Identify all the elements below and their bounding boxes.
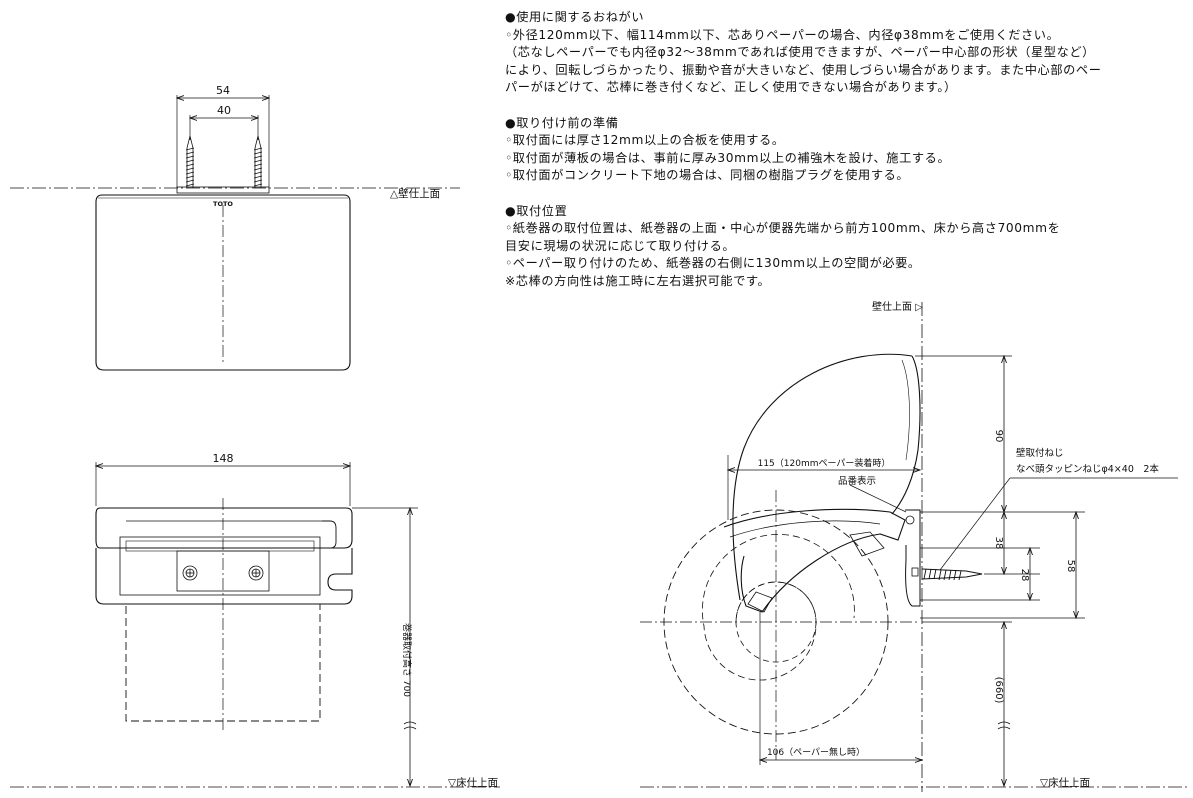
holder-cover-arc xyxy=(732,353,913,601)
installation-notes: ●使用に関するおねがい ◦外径120mm以下、幅114mm以下、芯ありペーパーの… xyxy=(505,9,1190,291)
dimension-660-label: (660) xyxy=(993,677,1004,704)
part-number-label: 品番表示 xyxy=(838,475,876,487)
front-view xyxy=(10,462,500,788)
floor-finish-label-side: ▽床仕上面 xyxy=(1040,776,1090,789)
wall-finish-label-side: 壁仕上面 ▷ xyxy=(872,300,923,313)
prep-note-line: ◦取付面が薄板の場合は、事前に厚み30mm以上の補強木を設け、施工する。 xyxy=(505,150,951,165)
dimension-38-label: 38 xyxy=(993,537,1004,550)
wall-finish-label-top: △壁仕上面 xyxy=(390,187,440,200)
usage-note-line: パーがほどけて、芯棒に巻き付くなど、正しく使用できない場合があります。） xyxy=(505,80,957,95)
prep-note-line: ◦取付面には厚さ12mm以上の合板を使用する。 xyxy=(505,133,785,148)
dimension-90-label: 90 xyxy=(993,430,1004,443)
dimension-115-label: 115（120mmペーパー装着時） xyxy=(758,457,891,469)
dimension-40-label: 40 xyxy=(217,104,231,117)
position-note-line: ◦ペーパー取り付けのため、紙巻器の右側に130mm以上の空間が必要。 xyxy=(505,256,921,271)
usage-note-line: により、回転しづらかったり、振動や音が大きいなど、使用しづらい場合があります。ま… xyxy=(505,62,1102,77)
screw-label-line2: なべ頭タッピンねじφ4×40 2本 xyxy=(1016,463,1159,475)
dimension-54-label: 54 xyxy=(216,84,230,97)
usage-note-line: ◦外径120mm以下、幅114mm以下、芯ありペーパーの場合、内径φ38mmをご… xyxy=(505,27,1060,42)
brand-logo: TOTO xyxy=(213,200,233,208)
position-note-line: ※芯棒の方向性は施工時に左右選択可能です。 xyxy=(505,273,771,288)
screw-left xyxy=(185,135,195,188)
holder-arm xyxy=(723,508,906,613)
prep-notes-title: ●取り付け前の準備 xyxy=(505,115,619,130)
screw-head-left xyxy=(182,565,198,581)
usage-notes-title: ●使用に関するおねがい xyxy=(505,10,645,24)
top-view xyxy=(10,95,460,371)
mount-height-label: 巻器取付高さ 700 xyxy=(401,623,413,697)
screw-right xyxy=(253,135,263,188)
position-note-line: ◦紙巻器の取付位置は、紙巻器の上面・中心が便器先端から前方100mm、床から高さ… xyxy=(505,221,1061,236)
screw-label-line1: 壁取付ねじ xyxy=(1016,447,1064,459)
wall-screw xyxy=(921,568,983,581)
prep-note-line: ◦取付面がコンクリート下地の場合は、同梱の樹脂プラグを使用する。 xyxy=(505,168,910,183)
dimension-28-label: 28 xyxy=(1019,569,1030,582)
position-note-line: 目安に現場の状況に応じて取り付ける。 xyxy=(505,238,736,253)
side-view xyxy=(640,302,1190,792)
floor-finish-label-front: ▽床仕上面 xyxy=(448,776,498,789)
holder-body-top-view xyxy=(95,194,351,371)
dimension-148-label: 148 xyxy=(213,452,234,465)
dimension-106-label: 106（ペーパー無し時） xyxy=(767,746,865,758)
dimension-58-label: 58 xyxy=(1065,560,1076,573)
usage-note-line: （芯なしペーパーでも内径φ32～38mmであれば使用できますが、ペーパー中心部の… xyxy=(505,45,1095,60)
screw-head-right xyxy=(248,565,264,581)
position-notes-title: ●取付位置 xyxy=(505,203,568,218)
